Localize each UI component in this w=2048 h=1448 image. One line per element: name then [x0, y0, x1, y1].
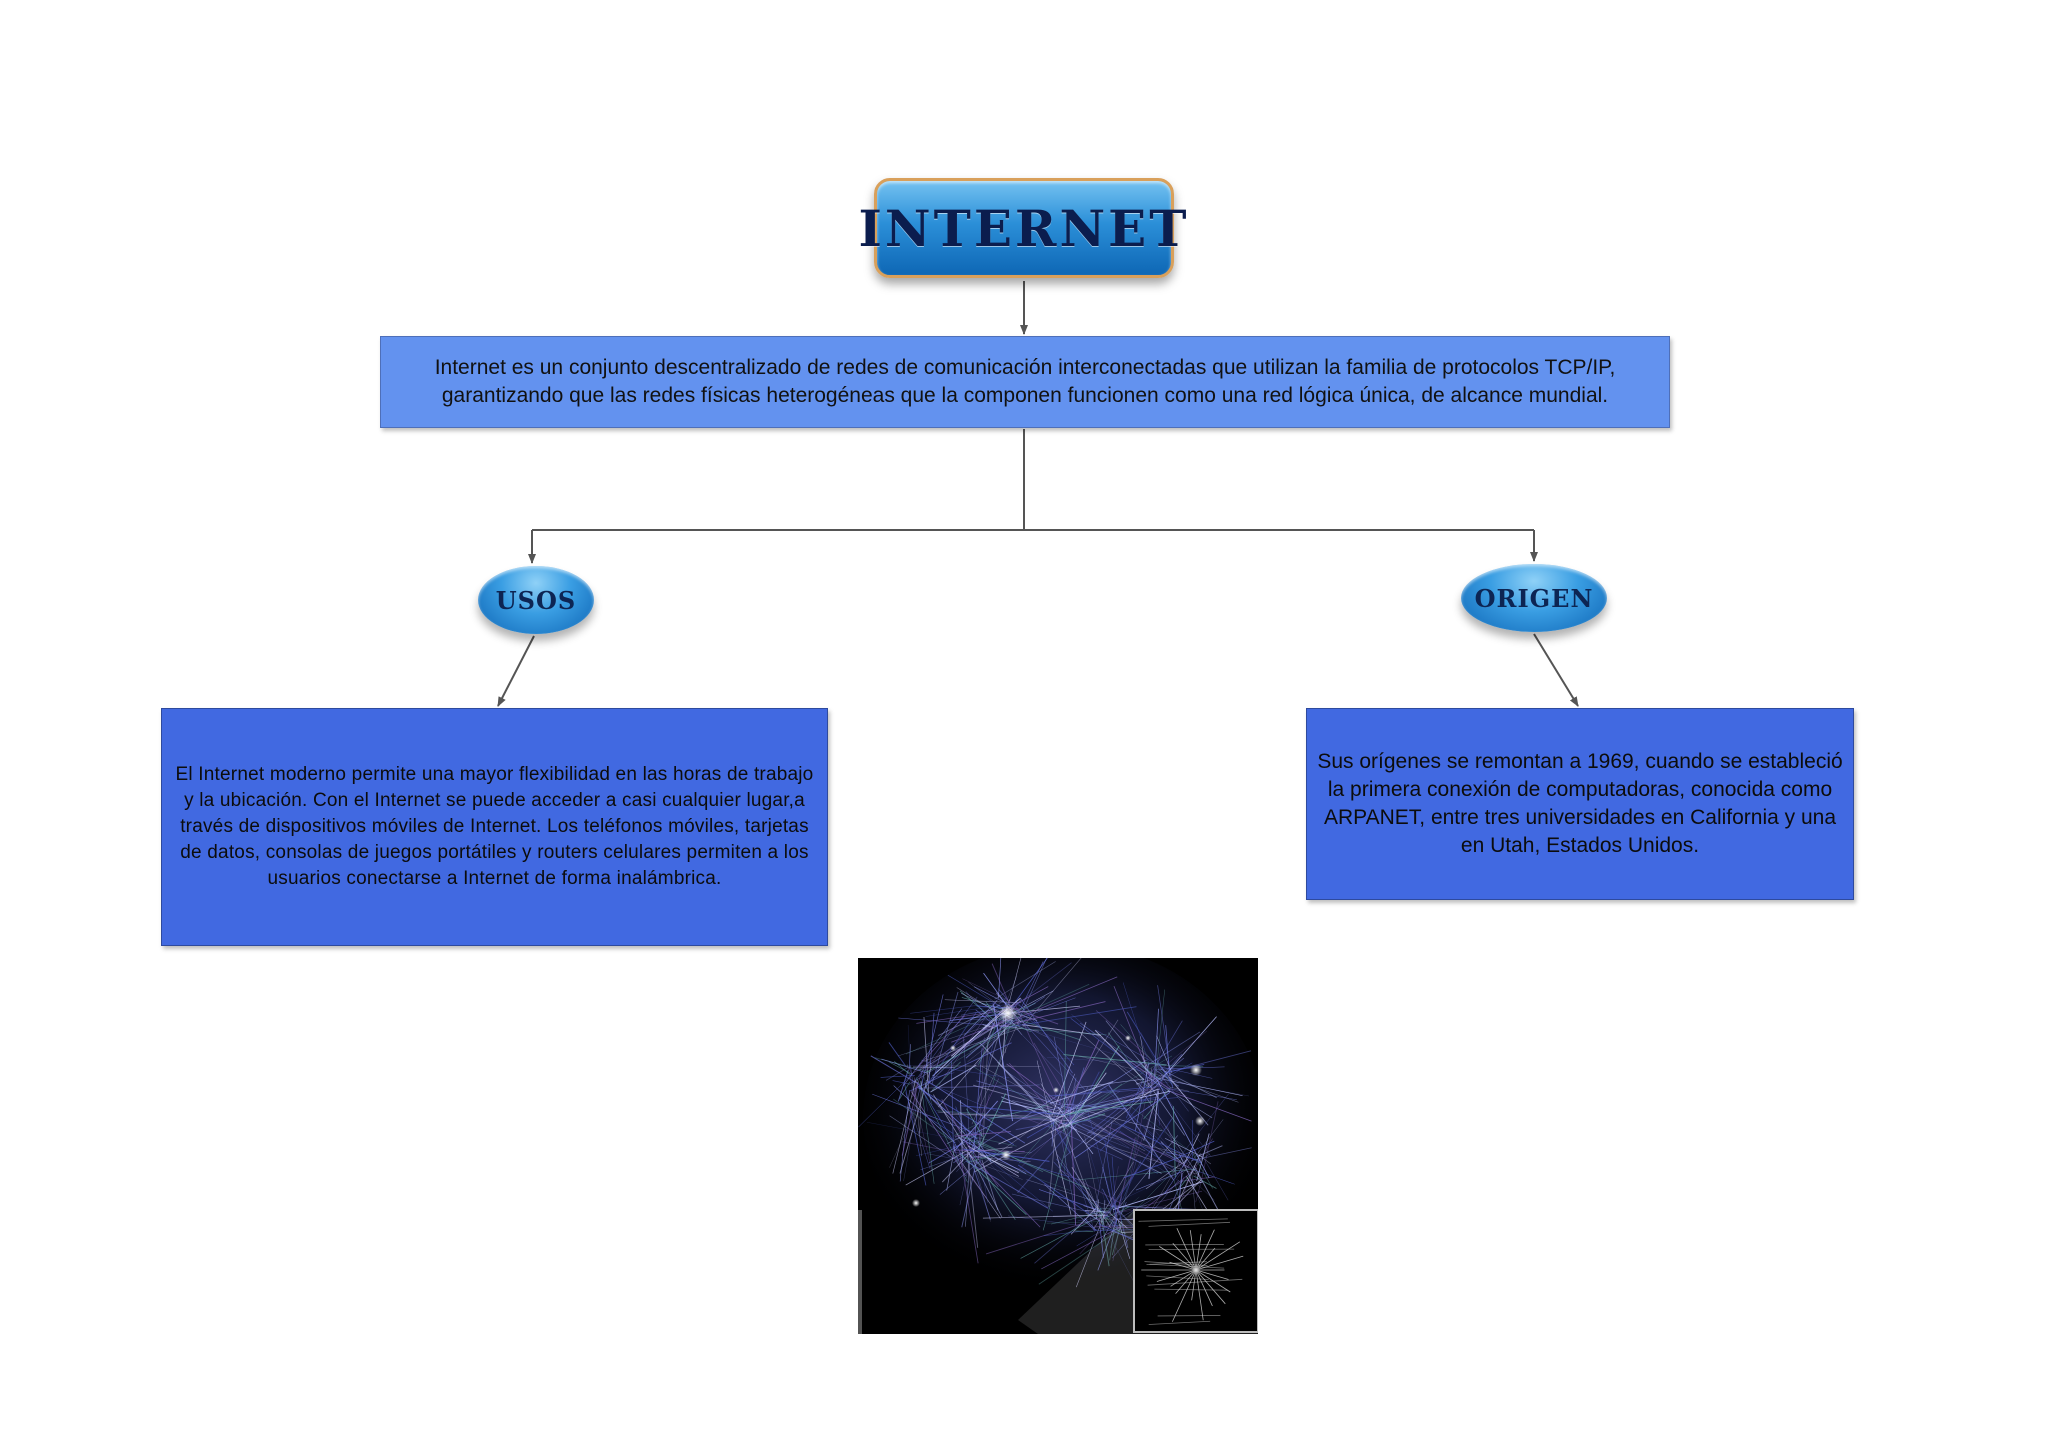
title-node: INTERNET — [859, 178, 1187, 278]
origen-node: ORIGEN — [1461, 564, 1607, 632]
inset-zoom — [1018, 1209, 1258, 1334]
origen-to-box-arrow — [1533, 633, 1579, 707]
origen-label: ORIGEN — [1474, 583, 1594, 613]
definition-text: Internet es un conjunto descentralizado … — [434, 356, 1616, 407]
title-text: INTERNET — [858, 198, 1190, 258]
origen-text: Sus orígenes se remontan a 1969, cuando … — [1317, 750, 1843, 857]
network-nodes — [912, 1004, 1205, 1207]
usos-box: El Internet moderno permite una mayor fl… — [161, 708, 828, 946]
definition-box: Internet es un conjunto descentralizado … — [380, 336, 1670, 428]
usos-to-box-arrow — [497, 635, 535, 707]
usos-label: USOS — [495, 585, 577, 615]
network-lines — [858, 958, 1252, 1288]
usos-node: USOS — [478, 566, 594, 634]
internet-network-map-image — [858, 958, 1258, 1334]
origen-box: Sus orígenes se remontan a 1969, cuando … — [1306, 708, 1854, 900]
usos-text: El Internet moderno permite una mayor fl… — [175, 764, 814, 889]
network-graph-illustration — [858, 958, 1258, 1334]
